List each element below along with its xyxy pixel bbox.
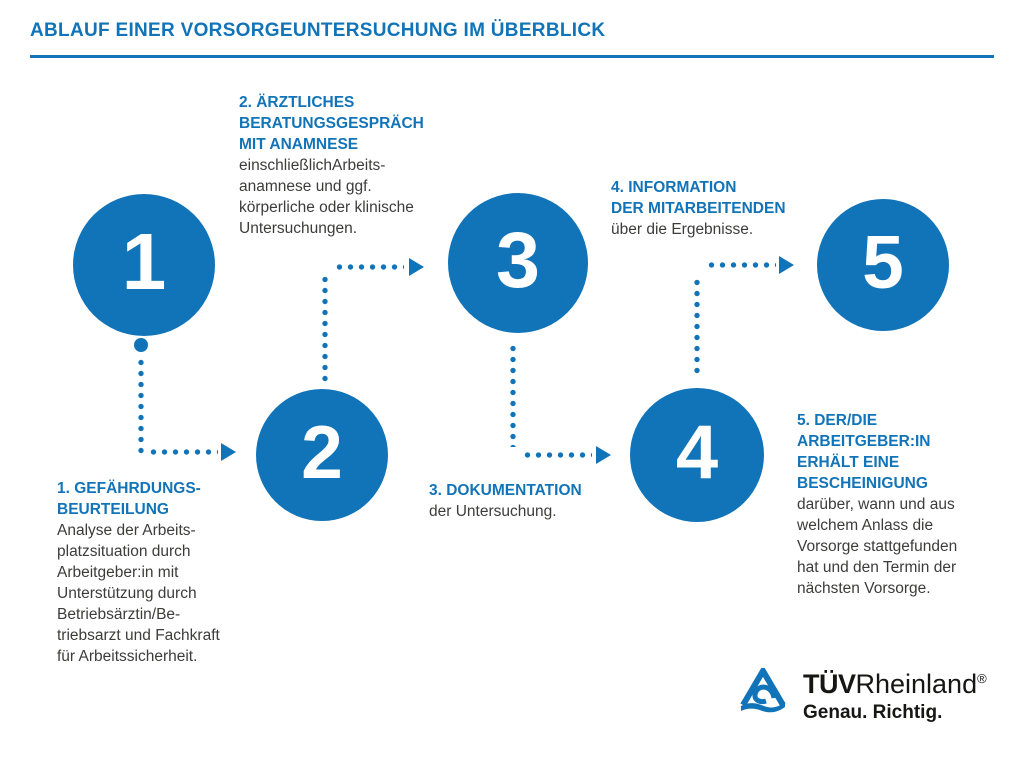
step-number: 1: [121, 217, 167, 306]
step-body: über die Ergebnisse.: [611, 221, 754, 238]
step-title: 1. GEFÄHRDUNGS- BEURTEILUNG: [57, 480, 201, 518]
step-number: 2: [301, 410, 343, 494]
connector-2-3-horizontal: [334, 264, 404, 270]
step-text-1: 1. GEFÄHRDUNGS- BEURTEILUNG Analyse der …: [57, 478, 265, 667]
arrowhead-icon: [779, 256, 794, 274]
step-title: 2. ÄRZTLICHES BERATUNGSGESPRÄCH MIT ANAM…: [239, 94, 424, 153]
step-title: 4. INFORMATION DER MITARBEITENDEN: [611, 179, 786, 217]
connector-4-5-horizontal: [706, 262, 776, 268]
arrowhead-icon: [221, 443, 236, 461]
step-body: einschließlichArbeits- anamnese und ggf.…: [239, 157, 414, 237]
registered-trademark-icon: ®: [977, 671, 987, 686]
brand-rheinland: Rheinland: [855, 669, 978, 699]
step-number: 3: [496, 215, 540, 304]
step-body: Analyse der Arbeits- platzsituation durc…: [57, 522, 220, 665]
step-body: darüber, wann und aus welchem Anlass die…: [797, 496, 958, 597]
tuv-triangle-icon: [740, 668, 786, 713]
step-circle-1: 1: [73, 194, 215, 336]
brand-tagline: Genau. Richtig.: [803, 702, 943, 723]
step-text-3: 3. DOKUMENTATION der Untersuchung.: [429, 480, 637, 522]
connector-4-5-vertical: [694, 277, 700, 377]
connector-start-dot: [134, 338, 148, 352]
connector-2-3-vertical: [322, 274, 328, 382]
title-divider: [30, 55, 994, 58]
tuv-rheinland-logo: TÜVRheinland® Genau. Richtig.: [738, 664, 987, 724]
step-circle-5: 5: [817, 199, 949, 331]
arrowhead-icon: [409, 258, 424, 276]
step-text-2: 2. ÄRZTLICHES BERATUNGSGESPRÄCH MIT ANAM…: [239, 92, 447, 239]
connector-1-2-vertical: [138, 357, 144, 457]
page-title: ABLAUF EINER VORSORGEUNTERSUCHUNG IM ÜBE…: [30, 20, 606, 41]
step-circle-4: 4: [630, 388, 764, 522]
brand-name: TÜVRheinland®: [803, 664, 987, 699]
connector-1-2-horizontal: [148, 449, 218, 455]
step-text-5: 5. DER/DIE ARBEITGEBER:IN ERHÄLT EINE BE…: [797, 410, 1005, 599]
step-text-4: 4. INFORMATION DER MITARBEITENDEN über d…: [611, 177, 819, 240]
connector-3-4-horizontal: [522, 452, 592, 458]
connector-3-4-vertical: [510, 343, 516, 447]
step-title: 5. DER/DIE ARBEITGEBER:IN ERHÄLT EINE BE…: [797, 412, 931, 492]
arrowhead-icon: [596, 446, 611, 464]
step-body: der Untersuchung.: [429, 503, 557, 520]
step-number: 5: [862, 220, 904, 304]
brand-tuv: TÜV: [803, 669, 856, 699]
logo-text: TÜVRheinland® Genau. Richtig.: [803, 664, 987, 724]
step-circle-2: 2: [256, 389, 388, 521]
step-title: 3. DOKUMENTATION: [429, 482, 582, 499]
step-number: 4: [675, 409, 719, 495]
step-circle-3: 3: [448, 193, 588, 333]
